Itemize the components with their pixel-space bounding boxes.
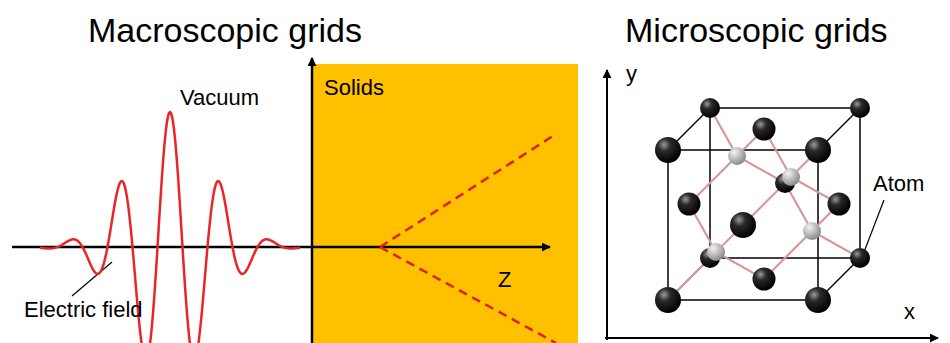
leader-line: [864, 200, 884, 252]
atom: [678, 193, 701, 216]
x-axis: [605, 337, 938, 339]
axis-label: y: [626, 62, 637, 86]
atom: [700, 98, 720, 118]
atom: [805, 287, 831, 313]
panel-title: Microscopic grids: [625, 12, 888, 49]
atom: [850, 248, 870, 268]
inner-atom: [782, 168, 800, 186]
inner-atom: [707, 243, 725, 261]
cube-edge: [668, 299, 818, 301]
cube-edge: [859, 108, 861, 258]
inner-atom: [803, 222, 821, 240]
field-label: Electric field: [24, 298, 143, 322]
atom: [655, 137, 681, 163]
zoom-line: [380, 134, 556, 247]
inner-atom: [728, 147, 746, 165]
atom-label: Atom: [873, 172, 924, 196]
cube-edge: [710, 107, 860, 109]
panel-title: Macroscopic grids: [88, 12, 362, 49]
atom: [850, 98, 870, 118]
region-label: Vacuum: [180, 86, 259, 110]
atom: [655, 287, 681, 313]
zoom-line: [380, 247, 556, 343]
y-axis: [606, 70, 608, 340]
atom: [753, 268, 776, 291]
cube-edge: [667, 150, 669, 300]
axis-label: Z: [498, 268, 511, 292]
atom: [730, 212, 756, 238]
atom: [753, 118, 776, 141]
atom: [805, 137, 831, 163]
region-label: Solids: [324, 76, 384, 100]
vertical-axis: [311, 58, 314, 343]
axis-label: x: [904, 300, 915, 324]
atom: [828, 193, 851, 216]
solids-region: Solids: [312, 64, 578, 343]
